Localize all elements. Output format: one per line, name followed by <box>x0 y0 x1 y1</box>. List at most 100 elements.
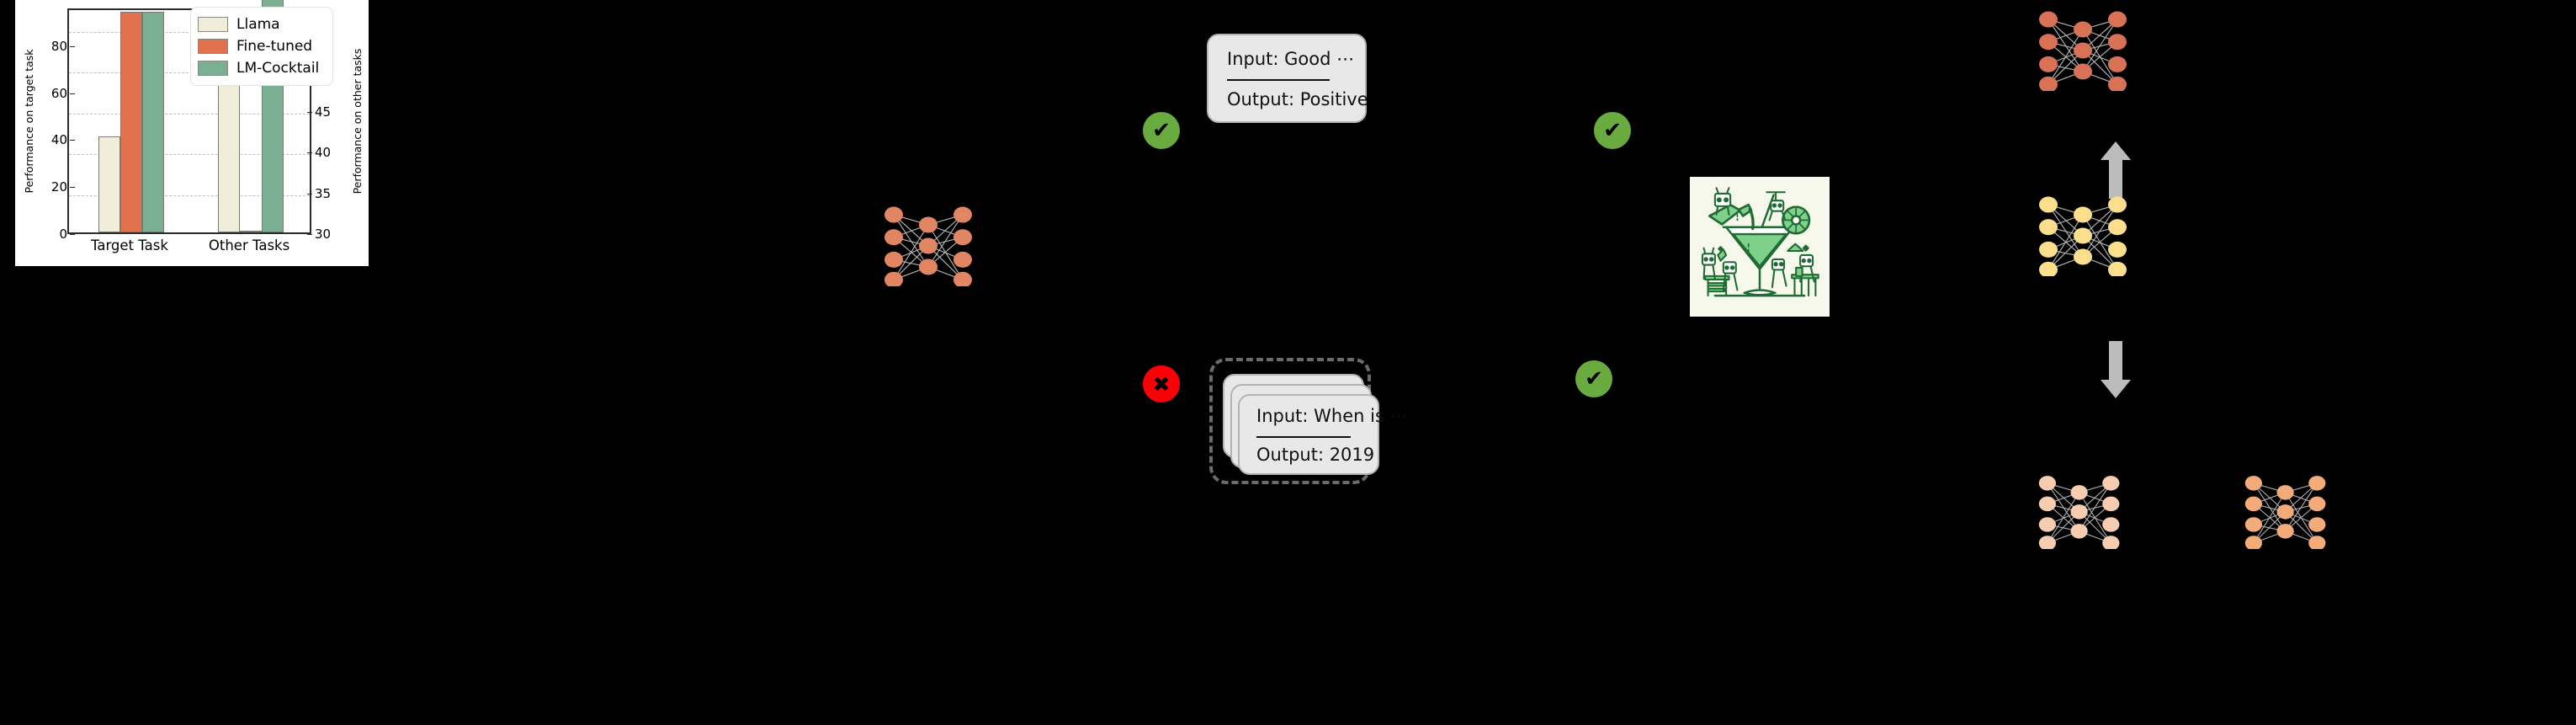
legend-swatch <box>198 17 228 32</box>
gridline <box>69 32 310 34</box>
network-node <box>2074 21 2092 38</box>
network-node <box>884 206 903 223</box>
y-tick-right: 35 <box>307 186 331 201</box>
tick-mark <box>70 45 75 47</box>
legend-label: Llama <box>236 16 280 33</box>
network-node <box>2070 485 2088 500</box>
network-node <box>919 259 937 275</box>
other-card-output: Output: 2019 <box>1256 445 1375 465</box>
source-network <box>882 202 975 286</box>
network-edge <box>2047 482 2080 532</box>
network-node <box>2108 196 2127 213</box>
network-edge <box>2048 214 2084 270</box>
y-tick-left: 20 <box>51 179 75 195</box>
network-node <box>2074 227 2092 244</box>
y-axis-left-label: Performance on target task <box>23 49 35 194</box>
network-node <box>2039 34 2058 51</box>
bar-fine-tuned-target-task <box>120 11 142 232</box>
gridline <box>69 72 310 74</box>
network-edge <box>2082 214 2118 270</box>
tick-mark <box>307 152 312 154</box>
network-graph <box>884 206 972 286</box>
legend-label: LM-Cocktail <box>236 60 320 77</box>
network-edge <box>2079 492 2111 544</box>
x-tick-other-tasks: Other Tasks <box>208 237 290 253</box>
cross-icon: ✖ <box>1143 365 1180 402</box>
network-node <box>2039 196 2058 213</box>
network-edge <box>2048 204 2084 258</box>
network-node <box>2074 63 2092 80</box>
positive-card-input: Input: Good ⋯ <box>1227 49 1355 69</box>
network-node <box>2308 517 2326 532</box>
network-graph <box>2039 11 2127 91</box>
network-edge <box>2285 482 2318 532</box>
network-node <box>2308 496 2326 512</box>
tick-mark <box>70 187 75 189</box>
network-node <box>2108 261 2127 276</box>
cross-glyph: ✖ <box>1152 371 1171 397</box>
legend-item: Llama <box>198 13 325 35</box>
network-node <box>2108 56 2127 72</box>
network-node <box>2074 206 2092 223</box>
legend-item: Fine-tuned <box>198 35 325 57</box>
network-edge <box>2079 482 2111 532</box>
network-graph <box>2244 476 2326 549</box>
network-edge <box>2082 19 2118 72</box>
network-node <box>953 229 972 246</box>
network-edge <box>893 224 929 280</box>
network-node <box>2039 56 2058 72</box>
positive-example-card[interactable]: Input: Good ⋯ Output: Positive <box>1207 34 1368 123</box>
network-node <box>2244 517 2262 532</box>
legend-label: Fine-tuned <box>236 38 313 55</box>
network-node <box>2108 219 2127 236</box>
network-edge <box>927 214 964 268</box>
lm-cocktail-illustration <box>1690 177 1830 317</box>
tick-mark <box>70 93 75 94</box>
network-node <box>953 206 972 223</box>
network-node <box>2308 476 2326 491</box>
network-node <box>2039 219 2058 236</box>
network-edge <box>2253 482 2287 532</box>
card-divider <box>1227 79 1330 81</box>
card-divider <box>1256 436 1351 438</box>
network-node <box>2038 496 2056 512</box>
network-node <box>919 216 937 233</box>
other-example-card[interactable]: Input: When is ⋯ Output: 2019 <box>1238 394 1408 475</box>
y-tick-right: 40 <box>307 145 331 160</box>
check-glyph: ✔ <box>1585 366 1603 392</box>
network-edge <box>2048 29 2084 85</box>
network-node <box>2070 524 2088 539</box>
other-card-input: Input: When is ⋯ <box>1256 406 1408 426</box>
check-icon: ✔ <box>1143 112 1180 149</box>
check-icon: ✔ <box>1594 112 1631 149</box>
network-edge <box>2048 19 2084 72</box>
network-edge <box>893 214 929 268</box>
network-node <box>2108 34 2127 51</box>
network-node <box>2038 476 2056 491</box>
tick-mark <box>70 140 75 141</box>
network-node <box>919 237 937 254</box>
base-network-yellow <box>2037 192 2129 276</box>
network-node <box>2244 476 2262 491</box>
network-node <box>2244 496 2262 512</box>
y-tick-left: 40 <box>51 132 75 147</box>
y-axis-right-label: Performance on other tasks <box>351 48 364 195</box>
network-node <box>2070 504 2088 520</box>
network-node <box>953 271 972 286</box>
check-glyph: ✔ <box>1152 118 1171 143</box>
network-node <box>2074 42 2092 59</box>
network-node <box>2108 76 2127 91</box>
network-node <box>2039 261 2058 276</box>
network-node <box>2074 248 2092 265</box>
cocktail-art <box>1690 177 1830 317</box>
y-tick-right: 45 <box>307 104 331 120</box>
network-edge <box>2253 492 2287 544</box>
network-node <box>2102 536 2120 549</box>
y-tick-left: 80 <box>51 39 75 54</box>
network-node <box>2102 476 2120 491</box>
positive-card-output: Output: Positive <box>1227 89 1368 109</box>
network-node <box>2276 485 2294 500</box>
tick-mark <box>307 234 312 235</box>
check-icon: ✔ <box>1575 360 1612 397</box>
